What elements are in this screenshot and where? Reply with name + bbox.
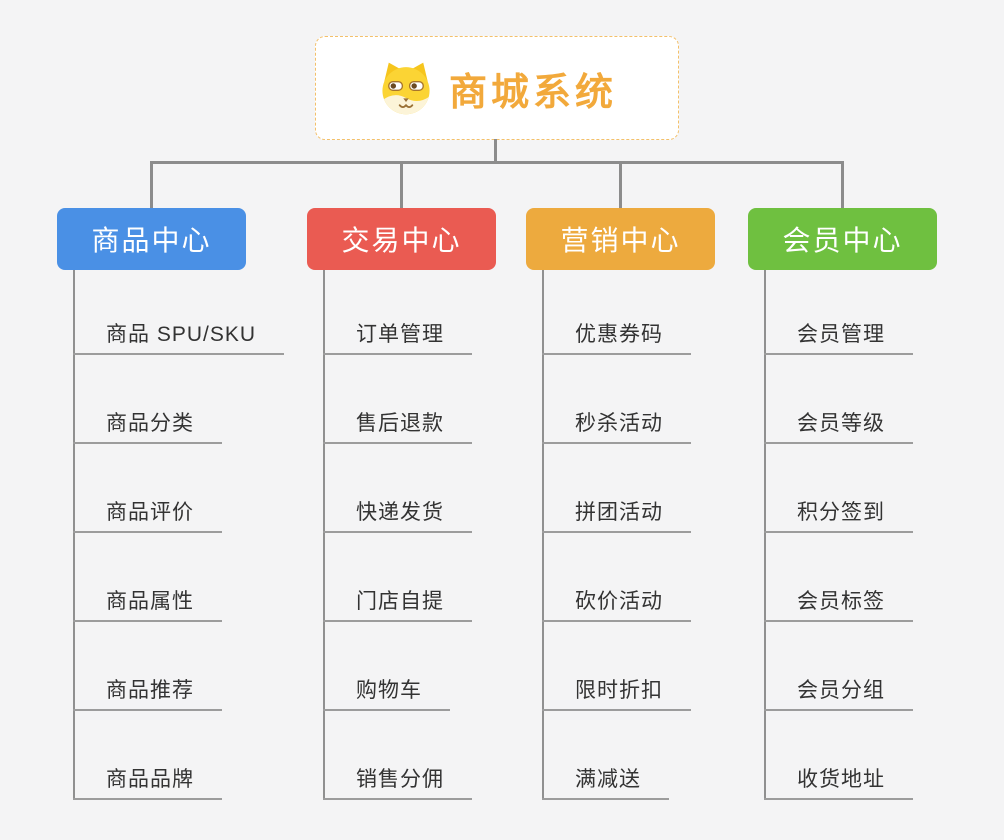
branch-node-label: 会员中心	[782, 225, 903, 256]
child-node[interactable]: 商品属性	[73, 578, 222, 622]
child-node[interactable]: 商品分类	[73, 400, 222, 444]
child-node[interactable]: 优惠券码	[542, 311, 691, 355]
child-node[interactable]: 秒杀活动	[542, 400, 691, 444]
root-node-title: 商城系统	[448, 71, 617, 114]
connector-horizontal-bar	[150, 161, 843, 164]
connector-branch-stub	[150, 161, 153, 209]
child-node[interactable]: 购物车	[323, 667, 450, 711]
shiba-dog-icon	[377, 59, 435, 117]
child-node[interactable]: 商品品牌	[73, 756, 222, 800]
child-node[interactable]: 拼团活动	[542, 489, 691, 533]
connector-branch-trunk	[323, 270, 325, 800]
child-node[interactable]: 商品评价	[73, 489, 222, 533]
root-node[interactable]: 商城系统	[315, 36, 679, 140]
connector-branch-stub	[841, 161, 844, 209]
branch-node-3[interactable]: 会员中心	[748, 208, 937, 270]
child-node[interactable]: 积分签到	[764, 489, 913, 533]
connector-branch-trunk	[73, 270, 75, 800]
branch-node-label: 商品中心	[91, 225, 212, 256]
child-node[interactable]: 订单管理	[323, 311, 472, 355]
child-node[interactable]: 砍价活动	[542, 578, 691, 622]
connector-branch-stub	[400, 161, 403, 209]
connector-root-stem	[494, 139, 497, 163]
branch-node-0[interactable]: 商品中心	[57, 208, 246, 270]
child-node[interactable]: 会员标签	[764, 578, 913, 622]
branch-node-1[interactable]: 交易中心	[307, 208, 496, 270]
connector-branch-stub	[619, 161, 622, 209]
branch-node-label: 营销中心	[560, 225, 681, 256]
child-node[interactable]: 限时折扣	[542, 667, 691, 711]
child-node[interactable]: 满减送	[542, 756, 669, 800]
child-node[interactable]: 快递发货	[323, 489, 472, 533]
child-node[interactable]: 门店自提	[323, 578, 472, 622]
connector-branch-trunk	[764, 270, 766, 800]
child-node[interactable]: 商品推荐	[73, 667, 222, 711]
connector-branch-trunk	[542, 270, 544, 800]
branch-node-2[interactable]: 营销中心	[526, 208, 715, 270]
child-node[interactable]: 会员分组	[764, 667, 913, 711]
child-node[interactable]: 会员管理	[764, 311, 913, 355]
child-node[interactable]: 商品 SPU/SKU	[73, 311, 285, 355]
child-node[interactable]: 售后退款	[323, 400, 472, 444]
branch-node-label: 交易中心	[341, 225, 462, 256]
child-node[interactable]: 收货地址	[764, 756, 913, 800]
child-node[interactable]: 会员等级	[764, 400, 913, 444]
child-node[interactable]: 销售分佣	[323, 756, 472, 800]
